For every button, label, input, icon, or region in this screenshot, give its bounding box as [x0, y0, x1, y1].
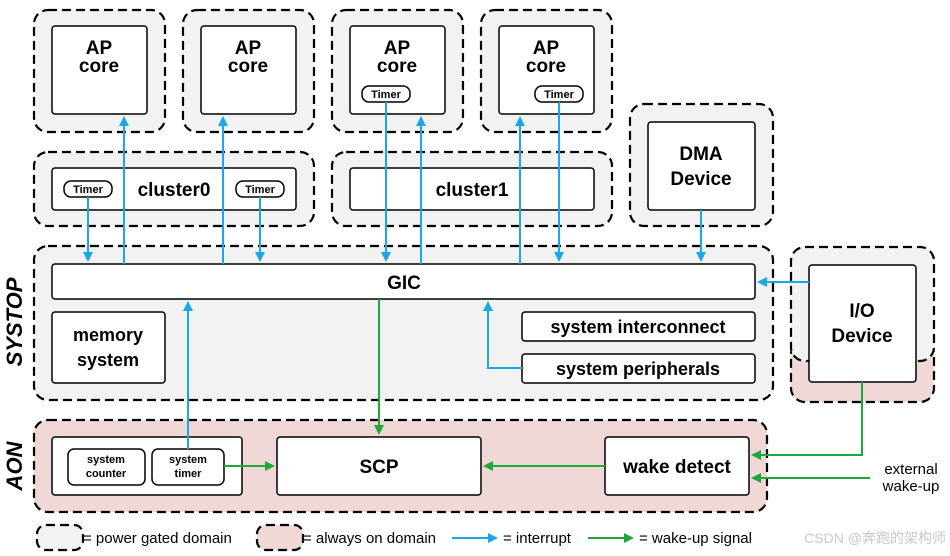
legend-interrupt-label: = interrupt — [503, 530, 572, 547]
legend-power-gated-swatch — [35, 523, 85, 552]
dma-device: DMA Device — [647, 121, 756, 211]
svg-text:core: core — [228, 56, 268, 77]
wake-detect: wake detect — [604, 436, 750, 496]
svg-text:core: core — [79, 56, 119, 77]
svg-text:Timer: Timer — [544, 89, 574, 101]
svg-text:counter: counter — [86, 468, 127, 480]
ap-core-2: AP core Timer — [349, 25, 446, 115]
ap-core-1: AP core — [200, 25, 297, 115]
svg-text:GIC: GIC — [387, 273, 421, 294]
svg-text:cluster0: cluster0 — [138, 180, 211, 201]
svg-text:Device: Device — [831, 326, 892, 347]
wakeup-arrow-io — [751, 382, 863, 460]
ap-core-3: AP core Timer — [498, 25, 595, 115]
irq-arrow-peripherals — [483, 301, 522, 369]
svg-text:system: system — [87, 454, 125, 466]
svg-text:memory: memory — [73, 325, 143, 345]
gic: GIC — [51, 263, 756, 300]
svg-text:DMA: DMA — [679, 144, 723, 165]
svg-text:timer: timer — [175, 468, 203, 480]
svg-text:cluster1: cluster1 — [436, 180, 509, 201]
svg-text:AP: AP — [235, 38, 262, 59]
system-counter-timer-group: system counter system timer — [51, 436, 243, 496]
svg-text:Timer: Timer — [371, 89, 401, 101]
svg-text:system: system — [77, 350, 139, 370]
svg-text:AP: AP — [384, 38, 411, 59]
svg-text:system peripherals: system peripherals — [556, 359, 720, 379]
external-wakeup-line2: wake-up — [882, 478, 940, 495]
watermark: CSDN @奔跑的架构师 — [804, 530, 946, 546]
ap-core-0: AP core — [51, 25, 148, 115]
system-interconnect: system interconnect — [521, 311, 756, 342]
system-peripherals: system peripherals — [521, 353, 756, 384]
svg-text:SCP: SCP — [359, 457, 398, 478]
svg-text:Device: Device — [670, 169, 731, 190]
svg-text:system: system — [169, 454, 207, 466]
svg-text:Timer: Timer — [245, 184, 275, 196]
svg-text:I/O: I/O — [849, 301, 874, 322]
legend: = power gated domain = always on domain … — [35, 523, 752, 552]
legend-always-on-swatch — [255, 523, 305, 552]
external-wakeup-line1: external — [884, 461, 937, 478]
legend-power-gated-label: = power gated domain — [83, 530, 232, 547]
scp: SCP — [276, 436, 482, 496]
svg-text:core: core — [526, 56, 566, 77]
io-device: I/O Device — [808, 264, 917, 383]
cluster1: cluster1 — [349, 167, 595, 211]
svg-text:AP: AP — [533, 38, 560, 59]
svg-text:Timer: Timer — [73, 184, 103, 196]
svg-text:wake detect: wake detect — [622, 457, 731, 478]
svg-text:system interconnect: system interconnect — [550, 317, 725, 337]
legend-wakeup-label: = wake-up signal — [639, 530, 752, 547]
systop-label: SYSTOP — [2, 277, 27, 366]
system-counter — [67, 448, 146, 486]
legend-always-on-label: = always on domain — [303, 530, 436, 547]
aon-label: AON — [2, 440, 27, 491]
cluster0: Timer cluster0 Timer — [51, 167, 297, 211]
svg-text:core: core — [377, 56, 417, 77]
memory-system: memory system — [51, 311, 166, 384]
svg-text:AP: AP — [86, 38, 113, 59]
